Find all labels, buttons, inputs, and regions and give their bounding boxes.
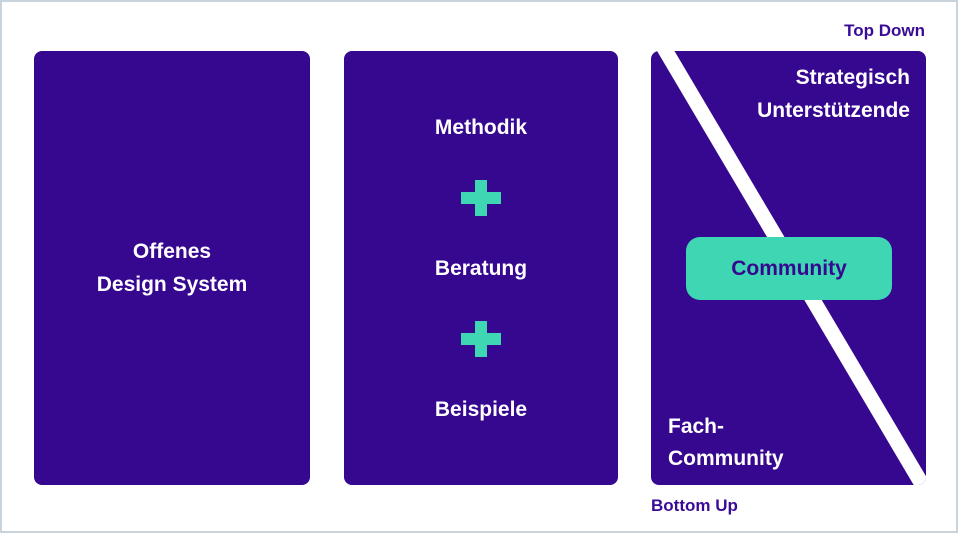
fach-line1: Fach- [668,415,725,438]
panel-community: Strategisch Unterstützende Fach- Communi… [651,51,926,485]
strategisch-unterstuetzende-label: Strategisch Unterstützende [757,61,910,127]
panel-methodik-beratung-beispiele: Methodik Beratung Beispiele [344,51,618,485]
bottom-up-label: Bottom Up [651,496,738,515]
top-down-label: Top Down [844,21,925,40]
strategisch-line1: Strategisch [795,66,910,89]
fach-line2: Community [668,447,784,470]
community-badge: Community [686,237,892,300]
methodik-label: Methodik [434,115,528,139]
panel-offenes-design-system: Offenes Design System [34,51,310,485]
plus-icon [461,179,501,216]
offenes-design-system-line1: Offenes [132,240,212,263]
beispiele-label: Beispiele [434,397,528,421]
offenes-design-system-line2: Design System [96,273,248,296]
plus-icon [461,320,501,357]
beratung-label: Beratung [434,256,528,280]
fach-community-label: Fach- Community [668,411,784,475]
strategisch-line2: Unterstützende [757,99,910,122]
offenes-design-system-title: Offenes Design System [97,235,248,301]
